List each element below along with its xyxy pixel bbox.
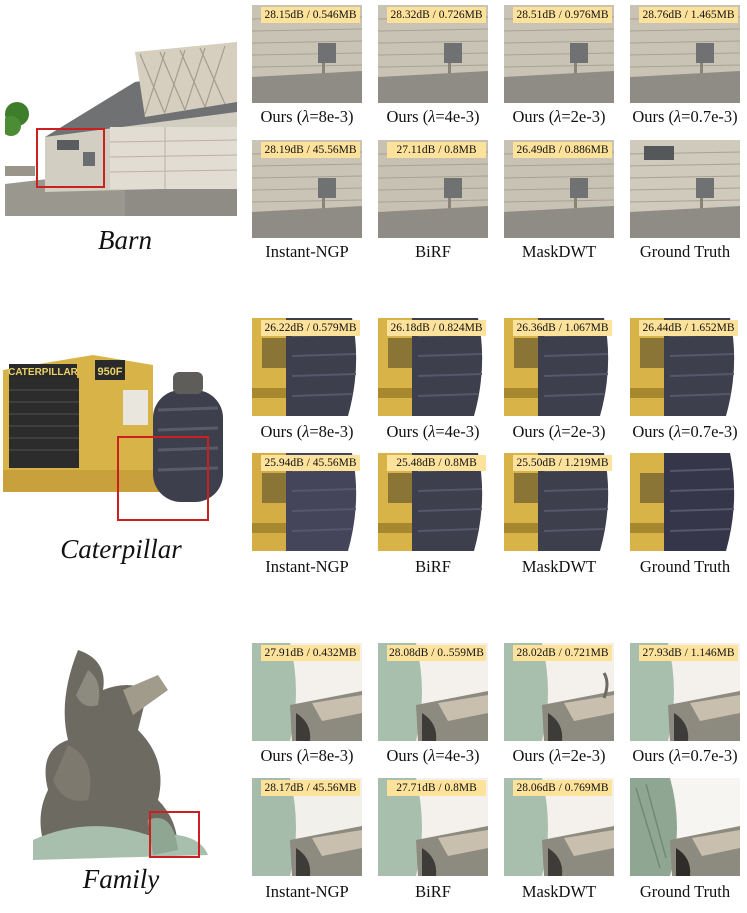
metrics-badge: 25.50dB / 1.219MB: [513, 455, 612, 471]
metrics-badge: 26.36dB / 1.067MB: [513, 320, 612, 336]
family-crop-ours-3: 28.02dB / 0.721MB: [504, 643, 614, 741]
caterpillar-overview-image: CATERPILLAR 950F: [3, 350, 237, 502]
caption-instant-ngp: Instant-NGP: [265, 557, 349, 576]
barn-overview-image: [5, 42, 237, 216]
barn-crop-ours-1: 28.15dB / 0.546MB: [252, 5, 362, 103]
caption-ours: Ours (λ=4e-3): [386, 746, 480, 765]
caterpillar-crop-ours-3: 26.36dB / 1.067MB: [504, 318, 614, 416]
caterpillar-highlight-box: [117, 436, 209, 521]
caption-maskdwt: MaskDWT: [521, 882, 597, 901]
caterpillar-crop-ours-1: 26.22dB / 0.579MB: [252, 318, 362, 416]
barn-crop-ground-truth: [630, 140, 740, 238]
barn-crop-maskdwt: 26.49dB / 0.886MB: [504, 140, 614, 238]
family-crop-birf: 27.71dB / 0.8MB: [378, 778, 488, 876]
caption-ground-truth: Ground Truth: [639, 557, 731, 576]
scene-name-caterpillar: Caterpillar: [60, 534, 182, 564]
caption-ours: Ours (λ=0.7e-3): [632, 422, 738, 441]
caption-maskdwt: MaskDWT: [521, 557, 597, 576]
caption-birf: BiRF: [415, 242, 451, 261]
metrics-badge: 28.19dB / 45.56MB: [261, 142, 360, 158]
barn-crop-ours-3: 28.51dB / 0.976MB: [504, 5, 614, 103]
family-crop-maskdwt: 28.06dB / 0.769MB: [504, 778, 614, 876]
barn-crop-ours-4: 28.76dB / 1.465MB: [630, 5, 740, 103]
barn-highlight-box: [36, 128, 105, 188]
scene-name-barn: Barn: [98, 225, 152, 255]
metrics-badge: 28.32dB / 0.726MB: [387, 7, 486, 23]
metrics-badge: 28.17dB / 45.56MB: [261, 780, 360, 796]
caption-ours: Ours (λ=0.7e-3): [632, 746, 738, 765]
svg-text:CATERPILLAR: CATERPILLAR: [8, 367, 79, 378]
metrics-badge: 26.44dB / 1.652MB: [639, 320, 738, 336]
caption-instant-ngp: Instant-NGP: [265, 882, 349, 901]
family-crop-ours-4: 27.93dB / 1.146MB: [630, 643, 740, 741]
metrics-badge: 28.02dB / 0.721MB: [513, 645, 612, 661]
metrics-badge: 27.71dB / 0.8MB: [387, 780, 486, 796]
svg-text:950F: 950F: [97, 366, 122, 378]
caption-maskdwt: MaskDWT: [521, 242, 597, 261]
caption-ours: Ours (λ=8e-3): [260, 107, 354, 126]
caption-ours: Ours (λ=4e-3): [386, 107, 480, 126]
family-crop-ours-2: 28.08dB / 0..559MB: [378, 643, 488, 741]
metrics-badge: 28.51dB / 0.976MB: [513, 7, 612, 23]
caterpillar-crop-instant-ngp: 25.94dB / 45.56MB: [252, 453, 362, 551]
metrics-badge: 25.48dB / 0.8MB: [387, 455, 486, 471]
caterpillar-crop-birf: 25.48dB / 0.8MB: [378, 453, 488, 551]
caption-birf: BiRF: [415, 882, 451, 901]
caterpillar-crop-ours-4: 26.44dB / 1.652MB: [630, 318, 740, 416]
metrics-badge: 28.08dB / 0..559MB: [387, 645, 486, 661]
family-crop-ours-1: 27.91dB / 0.432MB: [252, 643, 362, 741]
metrics-badge: 28.15dB / 0.546MB: [261, 7, 360, 23]
metrics-badge: 28.76dB / 1.465MB: [639, 7, 738, 23]
caption-ours: Ours (λ=2e-3): [512, 422, 606, 441]
caption-ours: Ours (λ=2e-3): [512, 107, 606, 126]
caption-ground-truth: Ground Truth: [639, 242, 731, 261]
family-crop-instant-ngp: 28.17dB / 45.56MB: [252, 778, 362, 876]
metrics-badge: 26.49dB / 0.886MB: [513, 142, 612, 158]
caption-ground-truth: Ground Truth: [639, 882, 731, 901]
barn-crop-ours-2: 28.32dB / 0.726MB: [378, 5, 488, 103]
caterpillar-crop-ground-truth: [630, 453, 740, 551]
metrics-badge: 27.11dB / 0.8MB: [387, 142, 486, 158]
caption-instant-ngp: Instant-NGP: [265, 242, 349, 261]
metrics-badge: 25.94dB / 45.56MB: [261, 455, 360, 471]
caption-ours: Ours (λ=4e-3): [386, 422, 480, 441]
family-highlight-box: [149, 811, 200, 858]
scene-name-family: Family: [82, 864, 160, 894]
family-crop-ground-truth: [630, 778, 740, 876]
caption-ours: Ours (λ=8e-3): [260, 422, 354, 441]
caterpillar-crop-maskdwt: 25.50dB / 1.219MB: [504, 453, 614, 551]
caption-birf: BiRF: [415, 557, 451, 576]
family-overview-image: [28, 650, 218, 860]
metrics-badge: 26.22dB / 0.579MB: [261, 320, 360, 336]
caption-ours: Ours (λ=0.7e-3): [632, 107, 738, 126]
barn-crop-instant-ngp: 28.19dB / 45.56MB: [252, 140, 362, 238]
caterpillar-crop-ours-2: 26.18dB / 0.824MB: [378, 318, 488, 416]
metrics-badge: 27.93dB / 1.146MB: [639, 645, 738, 661]
metrics-badge: 28.06dB / 0.769MB: [513, 780, 612, 796]
caption-ours: Ours (λ=2e-3): [512, 746, 606, 765]
metrics-badge: 27.91dB / 0.432MB: [261, 645, 360, 661]
barn-crop-birf: 27.11dB / 0.8MB: [378, 140, 488, 238]
caption-ours: Ours (λ=8e-3): [260, 746, 354, 765]
metrics-badge: 26.18dB / 0.824MB: [387, 320, 486, 336]
